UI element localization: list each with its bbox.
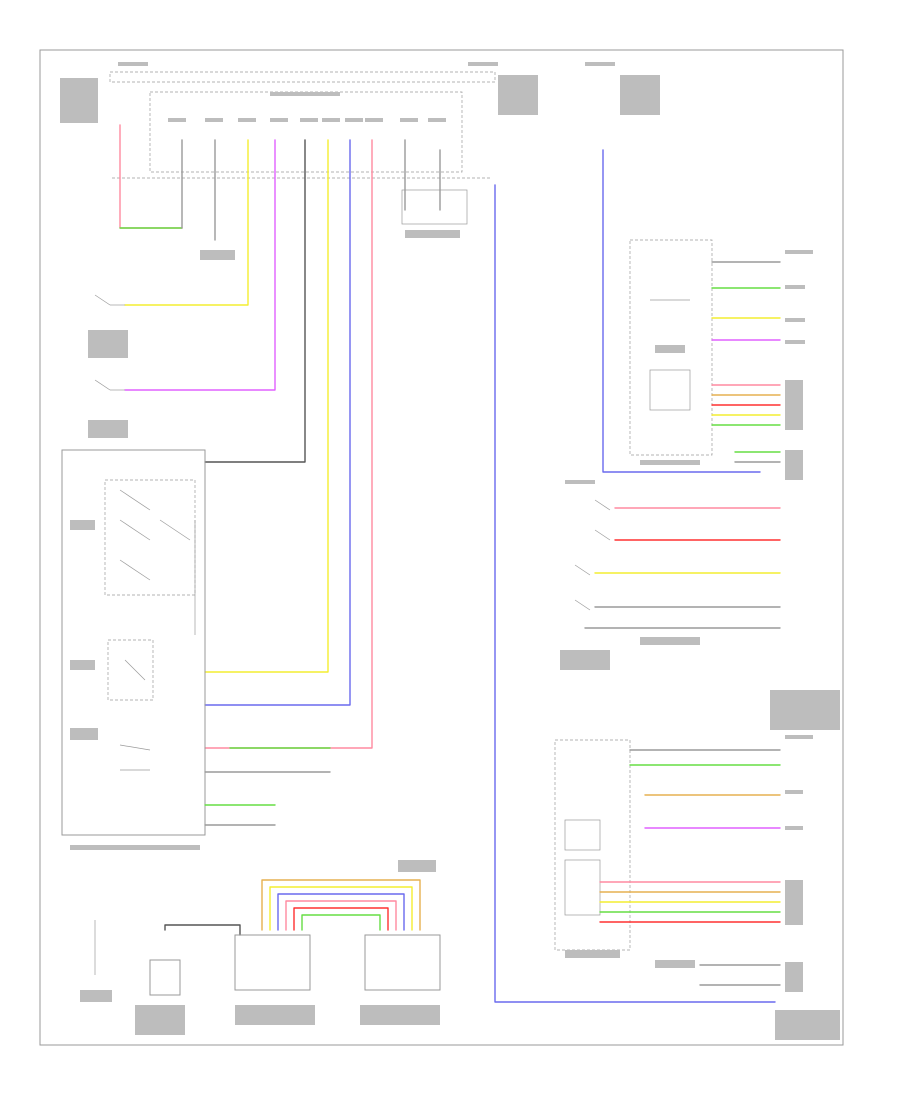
wire-yellow-mirror — [204, 139, 329, 673]
left-front-power-window-switch — [560, 480, 840, 730]
wire-yellow-switch — [124, 139, 249, 306]
mirror-switch-assembly — [61, 449, 206, 850]
diagram-frame — [39, 49, 844, 1046]
connector-mirror — [364, 934, 441, 991]
left-front-door-switch — [88, 294, 128, 438]
bottom-connectors — [80, 860, 441, 1035]
connector-left — [149, 959, 181, 996]
wire-blue-left-mirror — [602, 149, 761, 473]
left-outer-mirror — [629, 239, 813, 480]
wire-pink-mirror — [204, 139, 373, 749]
wire-black-mirror — [204, 139, 306, 463]
wire-violet-door — [124, 139, 276, 391]
right-outer-mirror — [554, 735, 840, 1040]
wire-pink-top — [119, 124, 183, 229]
connector-power-window — [234, 934, 311, 991]
wire-blue-mirror — [204, 139, 351, 706]
wire-blue-right-mirror — [494, 184, 776, 1003]
main-body-ecu-block — [60, 62, 660, 260]
